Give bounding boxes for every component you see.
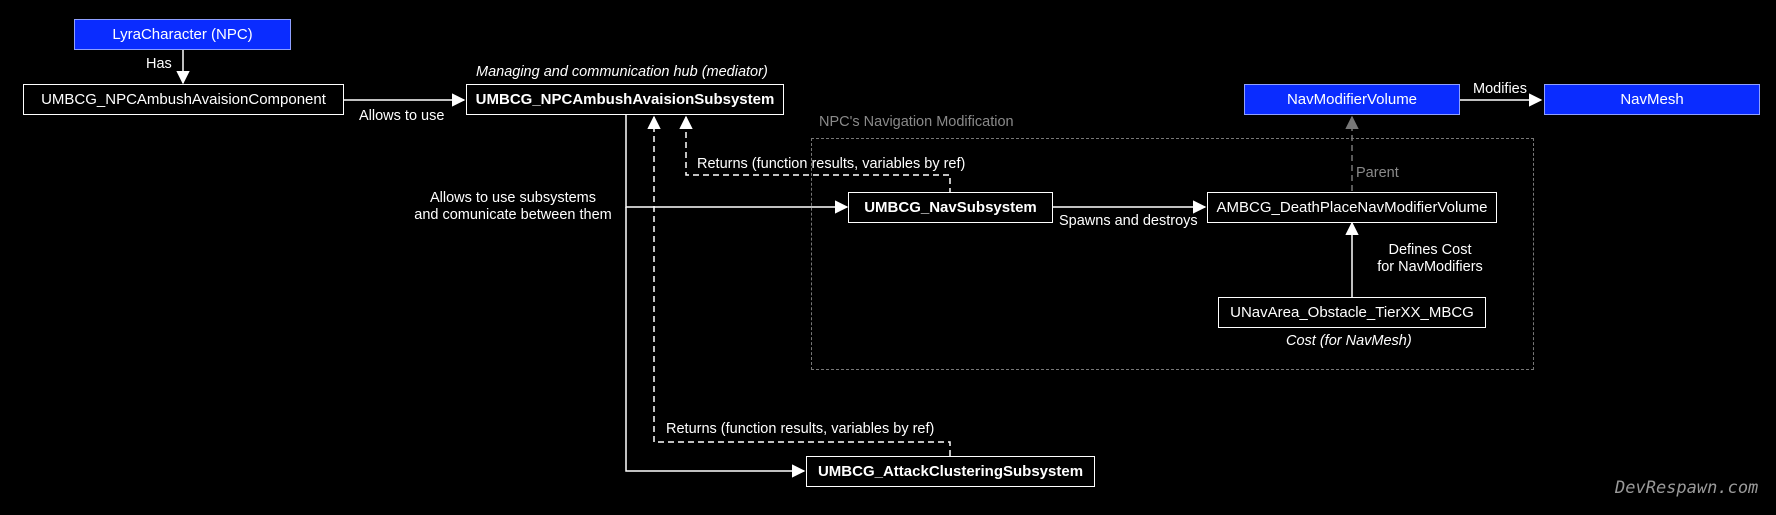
returns-bottom-label: Returns (function results, variables by … [666, 421, 935, 437]
defines-cost-label: Defines Cost for NavModifiers [1355, 242, 1505, 276]
group-title: NPC's Navigation Modification [819, 114, 1014, 130]
nav-subsystem-node[interactable]: UMBCG_NavSubsystem [848, 192, 1053, 223]
cost-caption: Cost (for NavMesh) [1286, 333, 1412, 349]
allows-subsystems-label: Allows to use subsystems and comunicate … [410, 190, 616, 224]
parent-label: Parent [1356, 165, 1399, 181]
attack-clustering-subsystem-node[interactable]: UMBCG_AttackClusteringSubsystem [806, 456, 1095, 487]
modifies-label: Modifies [1473, 81, 1527, 97]
spawns-label: Spawns and destroys [1059, 213, 1198, 229]
watermark: DevRespawn.com [1615, 478, 1759, 498]
edge-hub-to-attack [625, 207, 806, 478]
lyra-character-node[interactable]: LyraCharacter (NPC) [74, 19, 291, 50]
navigation-modification-group [811, 138, 1534, 370]
defines-cost-line-1: Defines Cost [1388, 242, 1472, 258]
edge-returns-top [679, 115, 951, 194]
death-place-nav-modifier-volume-node[interactable]: AMBCG_DeathPlaceNavModifierVolume [1207, 192, 1497, 223]
defines-cost-line-2: for NavModifiers [1377, 259, 1483, 275]
npc-ambush-subsystem-node[interactable]: UMBCG_NPCAmbushAvaisionSubsystem [466, 84, 784, 115]
allows-subsystems-line-2: and comunicate between them [414, 207, 612, 223]
nav-modifier-volume-node[interactable]: NavModifierVolume [1244, 84, 1460, 115]
navmesh-node[interactable]: NavMesh [1544, 84, 1760, 115]
returns-top-label: Returns (function results, variables by … [697, 156, 966, 172]
has-label: Has [146, 56, 172, 72]
edge-returns-bottom [647, 115, 951, 456]
npc-ambush-component-node[interactable]: UMBCG_NPCAmbushAvaisionComponent [23, 84, 344, 115]
allows-subsystems-line-1: Allows to use subsystems [429, 190, 596, 206]
hub-caption: Managing and communication hub (mediator… [476, 64, 768, 80]
allows-to-use-label: Allows to use [359, 108, 445, 124]
nav-area-obstacle-node[interactable]: UNavArea_Obstacle_TierXX_MBCG [1218, 297, 1486, 328]
